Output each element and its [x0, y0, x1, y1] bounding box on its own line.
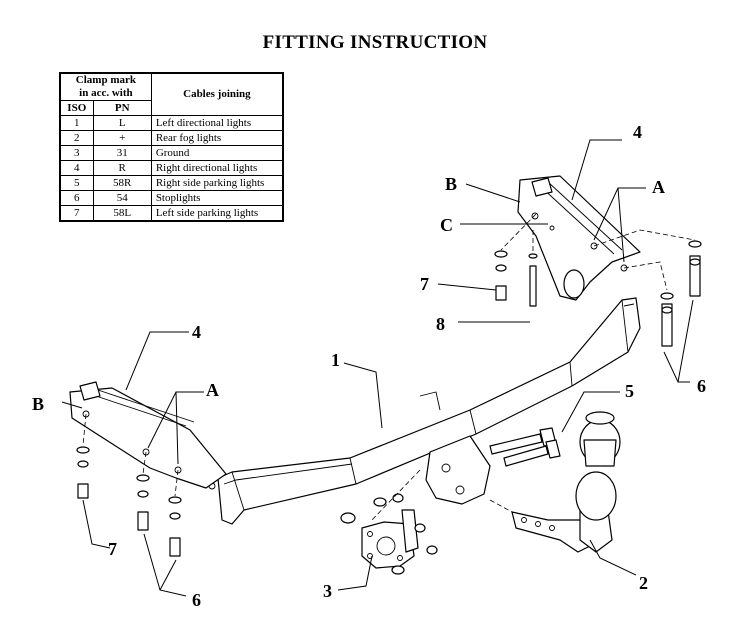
- cables-joining-header: Cables joining: [150, 72, 284, 116]
- clamp-mark-header: Clamp mark in acc. with: [59, 72, 152, 101]
- main-cross-bar: [208, 297, 641, 525]
- wiring-table: Clamp mark in acc. with Cables joining I…: [59, 72, 284, 222]
- pn-header: PN: [92, 100, 152, 116]
- page-title: FITTING INSTRUCTION: [262, 32, 488, 53]
- right-bolt-set: [494, 240, 702, 347]
- desc-cell: Left side parking lights: [150, 205, 284, 222]
- callout-a-right: A: [652, 177, 665, 197]
- callout-ball-bolts: 5: [625, 381, 634, 401]
- desc-cell: Right directional lights: [150, 160, 284, 176]
- left-bolt-set: [76, 446, 182, 557]
- callout-socket-plate: 3: [323, 581, 332, 601]
- callout-right-bolt: 7: [420, 274, 429, 294]
- ball-mounting-bolts: [489, 427, 561, 467]
- socket-plate: [340, 493, 438, 575]
- clamp-mark-header-line1: Clamp mark: [75, 74, 136, 86]
- assembly-axes: [82, 213, 696, 521]
- pn-cell: 58R: [92, 175, 152, 191]
- center-mounting-plate: [419, 391, 491, 505]
- left-side-bracket: [69, 381, 227, 489]
- callout-main-bar: 1: [331, 350, 340, 370]
- callout-small-bolt: 8: [436, 314, 445, 334]
- callout-b-right: B: [445, 174, 457, 194]
- callout-bracket-right: 4: [633, 122, 642, 142]
- callout-a-left: A: [206, 380, 219, 400]
- leader-lines: [61, 139, 694, 597]
- callout-right-bolts: 6: [697, 376, 706, 396]
- callout-b-left: B: [32, 394, 44, 414]
- clamp-mark-header-line2: in acc. with: [79, 87, 133, 99]
- desc-cell: Stoplights: [150, 190, 284, 206]
- callout-c-right: C: [440, 215, 453, 235]
- callout-bracket-left: 4: [192, 322, 201, 342]
- pn-cell: 54: [92, 190, 152, 206]
- callout-left-bolt: 7: [108, 539, 117, 559]
- right-side-bracket: [517, 175, 641, 301]
- pn-cell: 58L: [92, 205, 152, 222]
- callout-labels: 1 2 3 4 4 5 6 6 7 7 8 A A B B C: [32, 122, 706, 610]
- callout-ball: 2: [639, 573, 648, 593]
- callout-left-bolts: 6: [192, 590, 201, 610]
- ball-tow-arm: [511, 411, 621, 553]
- desc-cell: Right side parking lights: [150, 175, 284, 191]
